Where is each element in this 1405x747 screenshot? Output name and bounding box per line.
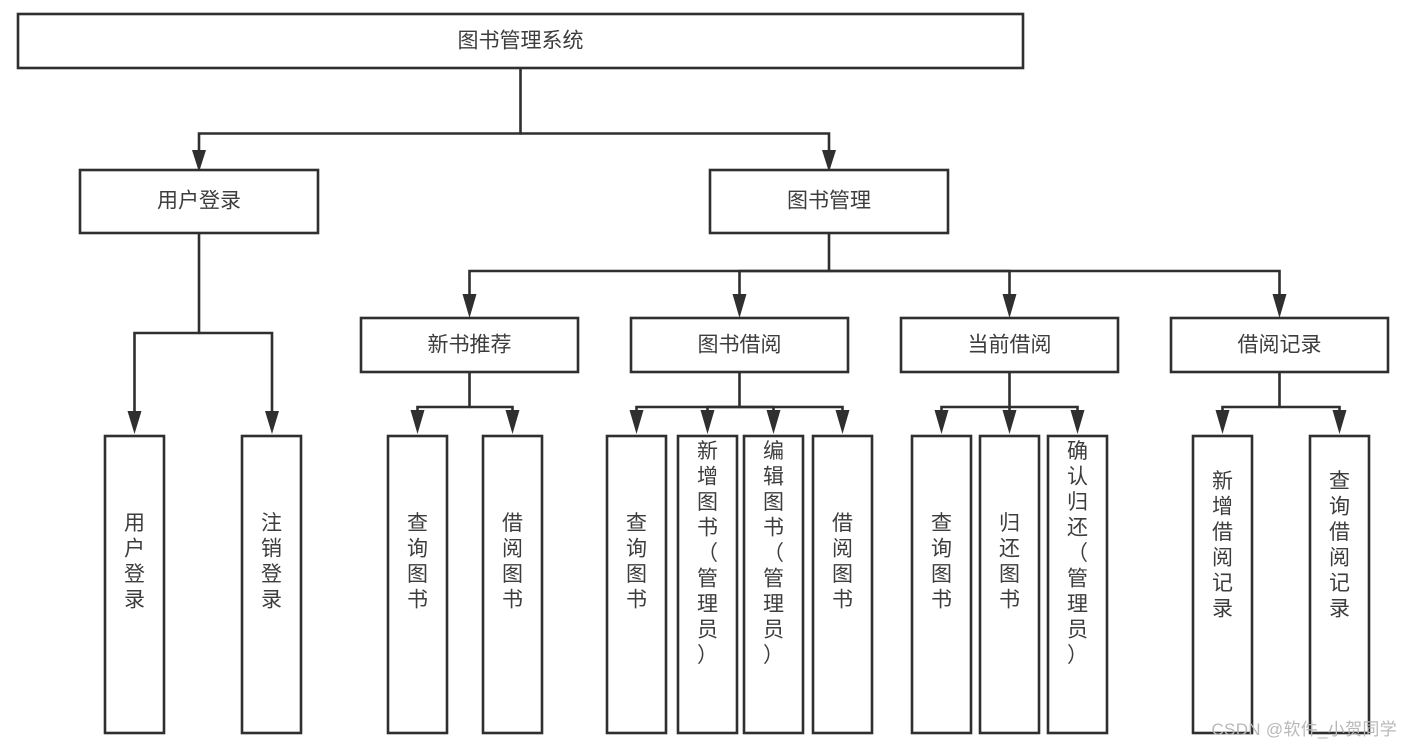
node-leaf-query-book-a[interactable]: 查询图书 [386,434,449,735]
node-leaf-confirm-return-label: 确认归还（管理员） [1067,440,1088,667]
edge-bookmanage-to-level2 [462,233,1287,318]
node-leaf-return-book[interactable]: 归还图书 [978,434,1041,735]
node-leaf-borrow-book-a-label: 借阅图书 [502,512,523,612]
node-book-manage-label: 图书管理 [787,190,871,213]
node-new-book-rec[interactable]: 新书推荐 [359,316,580,374]
node-leaf-user-login[interactable]: 用户登录 [103,434,166,735]
node-leaf-borrow-book-b-label: 借阅图书 [832,512,853,612]
node-leaf-user-login-label: 用户登录 [124,512,145,612]
node-root-label: 图书管理系统 [458,30,584,53]
node-leaf-query-book-a-label: 查询图书 [407,512,428,612]
node-borrow-record-label: 借阅记录 [1238,334,1322,357]
node-root[interactable]: 图书管理系统 [16,12,1025,70]
node-leaf-add-record[interactable]: 新增借阅记录 [1191,434,1254,735]
edge-newbook-to-leaves [410,372,520,434]
node-leaf-add-book-label: 新增图书（管理员） [697,440,718,667]
edge-bookborrow-to-leaves [629,372,850,434]
node-leaf-query-record-label: 查询借阅记录 [1329,470,1350,621]
edge-currentborrow-to-leaves [934,372,1085,434]
node-new-book-rec-label: 新书推荐 [428,334,512,357]
node-user-login-label: 用户登录 [157,190,241,213]
node-leaf-borrow-book-b[interactable]: 借阅图书 [811,434,874,735]
node-leaf-add-book[interactable]: 新增图书（管理员） [676,434,739,735]
edge-borrowrecord-to-leaves [1215,372,1347,434]
node-leaf-query-book-c[interactable]: 查询图书 [910,434,973,735]
node-leaf-query-book-b[interactable]: 查询图书 [605,434,668,735]
node-book-manage[interactable]: 图书管理 [708,168,950,235]
node-user-login[interactable]: 用户登录 [78,168,320,235]
node-leaf-logout[interactable]: 注销登录 [240,434,303,735]
node-current-borrow[interactable]: 当前借阅 [899,316,1120,374]
node-leaf-edit-book-label: 编辑图书（管理员） [763,440,784,667]
node-leaf-confirm-return[interactable]: 确认归还（管理员） [1046,434,1109,735]
node-leaf-query-record[interactable]: 查询借阅记录 [1308,434,1371,735]
node-leaf-query-book-c-label: 查询图书 [931,512,952,612]
node-book-borrow[interactable]: 图书借阅 [629,316,850,374]
node-book-borrow-label: 图书借阅 [698,334,782,357]
node-leaf-edit-book[interactable]: 编辑图书（管理员） [742,434,805,735]
node-current-borrow-label: 当前借阅 [968,334,1052,357]
node-leaf-borrow-book-a[interactable]: 借阅图书 [481,434,544,735]
edge-userlogin-to-leaves [127,233,279,434]
node-leaf-add-record-label: 新增借阅记录 [1212,470,1233,621]
node-leaf-query-book-b-label: 查询图书 [626,512,647,612]
edge-root-to-level1 [192,68,836,172]
node-borrow-record[interactable]: 借阅记录 [1169,316,1390,374]
node-leaf-logout-label: 注销登录 [261,512,282,612]
connector-layer [127,68,1347,434]
node-leaf-return-book-label: 归还图书 [999,512,1020,612]
